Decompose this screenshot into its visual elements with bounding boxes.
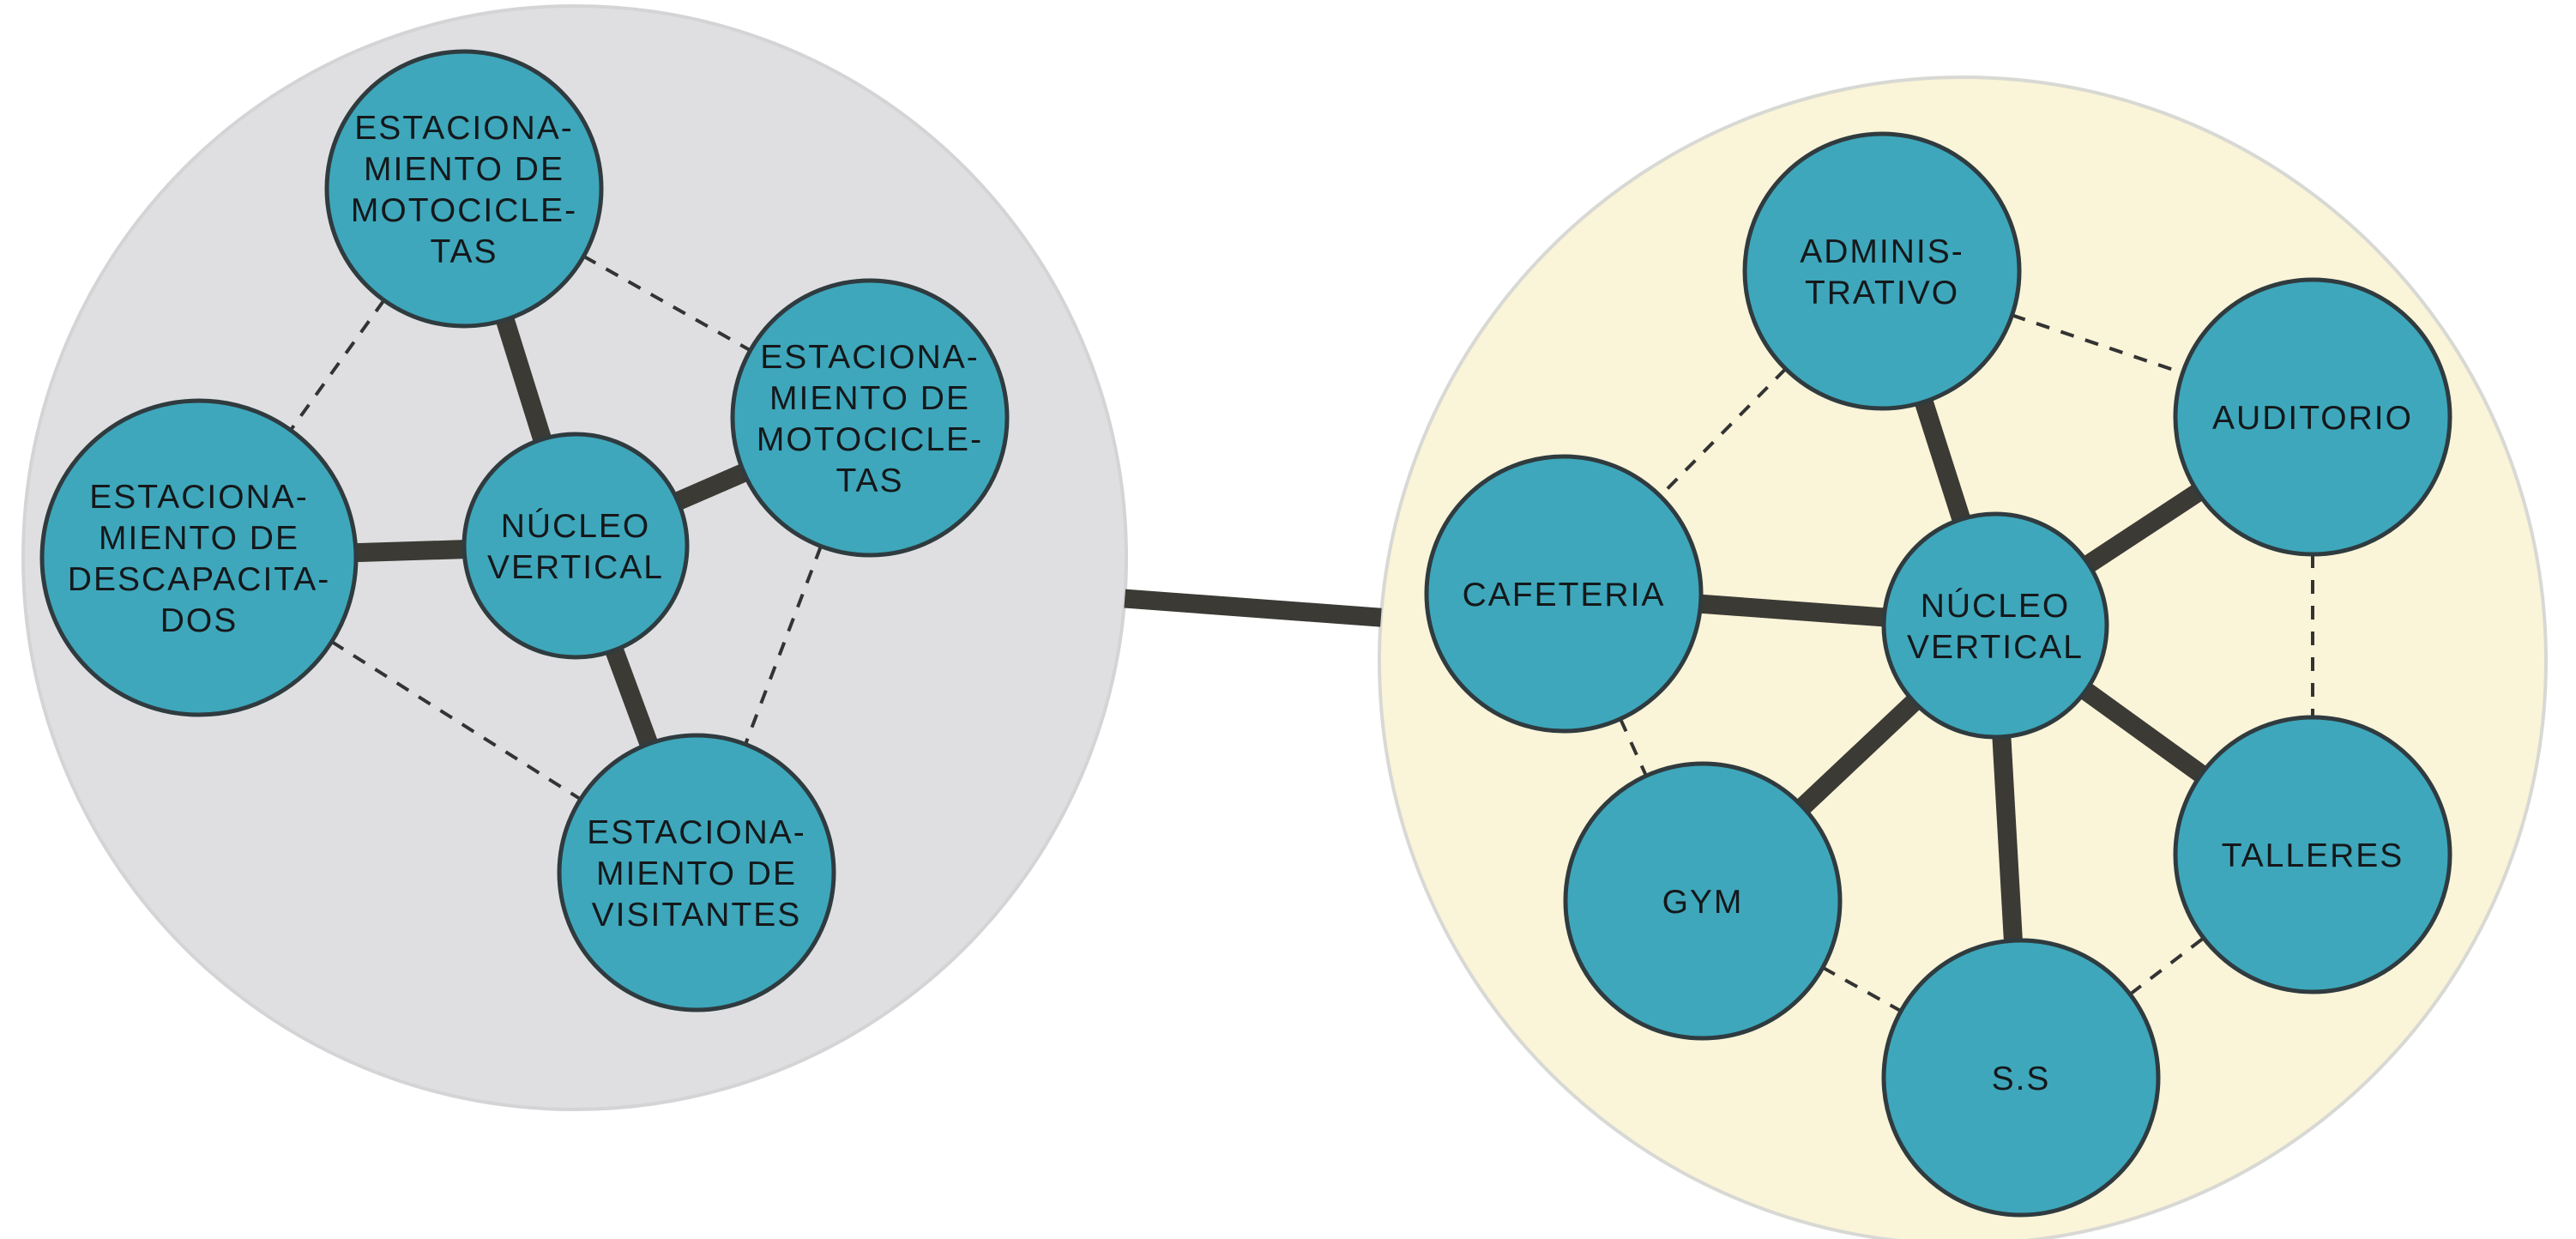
node-visitantes: ESTACIONA- MIENTO DE VISITANTES [557, 733, 836, 1012]
secondary-link-motos-top-motos-right [582, 254, 751, 353]
node-circle [1424, 454, 1704, 734]
primary-link-nucleo-right-gym [1795, 695, 1921, 814]
node-circle [39, 398, 359, 717]
nodes-layer: ESTACIONA-MIENTO DEMOTOCICLE-TASESTACION… [39, 49, 2452, 1218]
secondary-link-administrativo-cafeteria [1658, 367, 1788, 498]
node-label: TAS [431, 233, 498, 270]
node-circle [1881, 938, 2161, 1218]
node-label: S.S [1992, 1061, 2051, 1097]
node-label: AUDITORIO [2212, 400, 2413, 437]
node-label: ESTACIONA- [587, 814, 805, 851]
primary-link-nucleo-left-motos-right [673, 463, 748, 511]
node-circle [1563, 761, 1843, 1041]
node-gym: GYM [1563, 761, 1843, 1041]
node-label: ADMINIS- [1800, 233, 1964, 270]
primary-link-nucleo-right-talleres [2079, 683, 2207, 783]
node-circle [462, 432, 690, 660]
node-label: TAS [836, 462, 904, 499]
node-circle [324, 49, 604, 329]
bridge-layer [1124, 589, 1382, 627]
node-label: VISITANTES [592, 897, 802, 934]
node-label: MIENTO DE [99, 520, 299, 557]
node-cafeteria: CAFETERIA [1424, 454, 1704, 734]
node-circle [557, 733, 836, 1012]
node-descapacitados: ESTACIONA- MIENTO DE DESCAPACITA- DOS [39, 398, 359, 717]
node-label: MIENTO DE [769, 380, 970, 417]
node-label: MIENTO DE [364, 151, 564, 188]
node-label: MOTOCICLE- [757, 421, 983, 458]
node-label: DESCAPACITA- [68, 561, 330, 598]
secondary-link-ss-talleres [2128, 936, 2205, 996]
node-talleres: TALLERES [2173, 715, 2452, 994]
node-nucleo-right: NÚCLEO VERTICAL [1881, 511, 2109, 740]
primary-link-nucleo-right-administrativo [1915, 399, 1970, 523]
node-label: MOTOCICLE- [351, 192, 577, 229]
zone-connector [1124, 589, 1382, 627]
secondary-link-cafeteria-gym [1619, 717, 1648, 777]
node-label: MIENTO DE [596, 855, 797, 892]
node-circle [2173, 277, 2452, 557]
primary-link-nucleo-right-cafeteria [1699, 594, 1885, 627]
node-label: NÚCLEO [1921, 588, 2071, 625]
node-label: GYM [1662, 884, 1744, 921]
primary-link-nucleo-left-descapacitados [355, 540, 465, 563]
primary-link-nucleo-right-auditorio [2083, 484, 2204, 572]
node-ss: S.S [1881, 938, 2161, 1218]
node-circle [2173, 715, 2452, 994]
primary-link-nucleo-left-motos-top [496, 317, 552, 443]
primary-link-nucleo-left-visitantes [605, 647, 658, 747]
node-label: TALLERES [2222, 837, 2404, 874]
node-circle [1742, 131, 2022, 411]
node-circle [730, 278, 1010, 558]
node-motos-top: ESTACIONA- MIENTO DE MOTOCICLE- TAS [324, 49, 604, 329]
node-nucleo-left: NÚCLEO VERTICAL [462, 432, 690, 660]
node-label: DOS [160, 602, 238, 639]
node-circle [1881, 511, 2109, 740]
node-label: TRATIVO [1805, 275, 1959, 311]
node-label: ESTACIONA- [760, 339, 979, 376]
node-label: ESTACIONA- [354, 110, 573, 147]
node-administrativo: ADMINIS- TRATIVO [1742, 131, 2022, 411]
node-label: ESTACIONA- [89, 479, 308, 516]
node-auditorio: AUDITORIO [2173, 277, 2452, 557]
node-label: VERTICAL [1907, 629, 2084, 666]
primary-link-nucleo-right-ss [1992, 736, 2023, 941]
node-label: VERTICAL [487, 549, 664, 586]
secondary-link-motos-top-descapacitados [289, 299, 386, 432]
secondary-link-administrativo-auditorio [2011, 313, 2184, 375]
links-layer [289, 254, 2314, 1013]
node-label: CAFETERIA [1463, 577, 1666, 613]
node-label: NÚCLEO [501, 508, 651, 545]
node-motos-right: ESTACIONA- MIENTO DE MOTOCICLE- TAS [730, 278, 1010, 558]
secondary-link-motos-right-visitantes [744, 545, 823, 746]
